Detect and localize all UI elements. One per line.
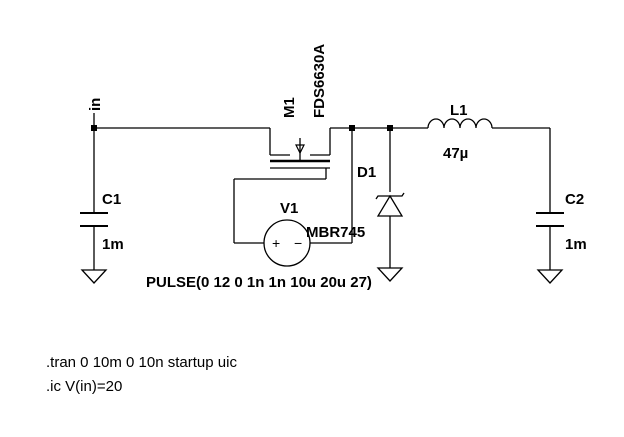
mosfet-m1[interactable]: M1 FDS6630A: [270, 44, 330, 169]
net-label-in-text: in: [87, 98, 104, 111]
ground-icon: [80, 269, 108, 284]
diode-ref-label: D1: [357, 164, 376, 181]
capacitor-c1-ref-label: C1: [102, 191, 121, 208]
junction-dot: [349, 125, 355, 131]
source-value-label: PULSE(0 12 0 1n 1n 10u 20u 27): [146, 274, 372, 291]
spice-directive-tran[interactable]: .tran 0 10m 0 10n startup uic: [46, 354, 237, 371]
wires: [93, 127, 551, 270]
capacitor-c2-value-label: 1m: [565, 236, 587, 253]
spice-directive-ic[interactable]: .ic V(in)=20: [46, 378, 122, 395]
source-minus-sign: −: [294, 235, 302, 251]
junction-dot: [387, 125, 393, 131]
junctions: [91, 125, 393, 131]
source-plus-sign: +: [272, 235, 280, 251]
ground-icon: [376, 267, 404, 282]
diode-part-label: MBR745: [306, 224, 365, 241]
diode-d1[interactable]: D1 MBR745: [306, 164, 405, 241]
mosfet-ref-label: M1: [281, 97, 298, 118]
capacitor-c2[interactable]: C2 1m: [536, 191, 587, 253]
capacitor-c2-ref-label: C2: [565, 191, 584, 208]
ground-icon: [536, 269, 564, 284]
inductor-value-label: 47µ: [443, 145, 468, 162]
inductor-ref-label: L1: [450, 102, 468, 119]
capacitor-c1-value-label: 1m: [102, 236, 124, 253]
net-label-in[interactable]: in: [87, 98, 104, 128]
inductor-l1[interactable]: L1 47µ: [427, 102, 493, 162]
junction-dot: [91, 125, 97, 131]
source-ref-label: V1: [280, 200, 298, 217]
voltage-source-v1[interactable]: + − V1 PULSE(0 12 0 1n 1n 10u 20u 27): [146, 200, 372, 291]
capacitor-c1[interactable]: C1 1m: [80, 191, 124, 253]
mosfet-part-label: FDS6630A: [311, 44, 328, 118]
